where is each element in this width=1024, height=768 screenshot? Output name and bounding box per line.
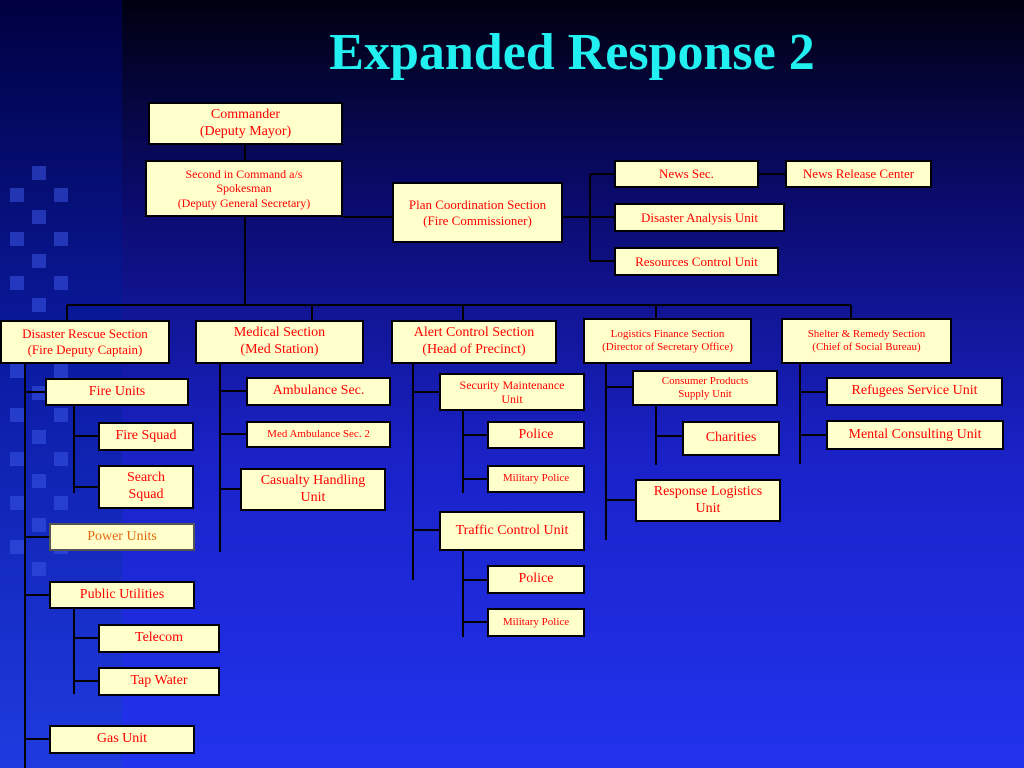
node-medical-section: Medical Section (Med Station)	[195, 320, 364, 364]
decorative-square	[54, 496, 68, 510]
node-traffic-control-unit: Traffic Control Unit	[439, 511, 585, 551]
node-telecom: Telecom	[98, 624, 220, 653]
decorative-square	[32, 254, 46, 268]
node-power-units: Power Units	[49, 523, 195, 551]
decorative-square	[32, 430, 46, 444]
decorative-square	[54, 276, 68, 290]
node-police-1: Police	[487, 421, 585, 449]
node-tap-water: Tap Water	[98, 667, 220, 696]
decorative-square	[54, 452, 68, 466]
node-response-logistics-unit: Response Logistics Unit	[635, 479, 781, 522]
node-ambulance-sec: Ambulance Sec.	[246, 377, 391, 406]
decorative-square	[10, 188, 24, 202]
node-med-ambulance-sec-2: Med Ambulance Sec. 2	[246, 421, 391, 448]
node-mental-consulting-unit: Mental Consulting Unit	[826, 420, 1004, 450]
node-refugees-service-unit: Refugees Service Unit	[826, 377, 1003, 406]
node-alert-control-section: Alert Control Section (Head of Precinct)	[391, 320, 557, 364]
node-logistics-finance-section: Logistics Finance Section (Director of S…	[583, 318, 752, 364]
decorative-square	[32, 518, 46, 532]
node-search-squad: Search Squad	[98, 465, 194, 509]
node-consumer-products-supply-unit: Consumer Products Supply Unit	[632, 370, 778, 406]
node-fire-squad: Fire Squad	[98, 422, 194, 451]
node-commander: Commander (Deputy Mayor)	[148, 102, 343, 145]
node-shelter-remedy-section: Shelter & Remedy Section (Chief of Socia…	[781, 318, 952, 364]
node-gas-unit: Gas Unit	[49, 725, 195, 754]
node-public-utilities: Public Utilities	[49, 581, 195, 609]
node-disaster-analysis-unit: Disaster Analysis Unit	[614, 203, 785, 232]
node-security-maintenance-unit: Security Maintenance Unit	[439, 373, 585, 411]
node-military-police-1: Military Police	[487, 465, 585, 493]
node-news-release-center: News Release Center	[785, 160, 932, 188]
decorative-square	[54, 408, 68, 422]
decorative-square	[32, 210, 46, 224]
node-second-in-command: Second in Command a/s Spokesman (Deputy …	[145, 160, 343, 217]
decorative-square	[10, 408, 24, 422]
decorative-square	[32, 298, 46, 312]
decorative-square	[32, 562, 46, 576]
decorative-square	[10, 276, 24, 290]
node-disaster-rescue-section: Disaster Rescue Section (Fire Deputy Cap…	[0, 320, 170, 364]
decorative-square	[54, 188, 68, 202]
decorative-square	[10, 364, 24, 378]
decorative-square	[10, 452, 24, 466]
node-plan-coordination: Plan Coordination Section (Fire Commissi…	[392, 182, 563, 243]
decorative-square	[54, 232, 68, 246]
node-news-sec: News Sec.	[614, 160, 759, 188]
node-resources-control-unit: Resources Control Unit	[614, 247, 779, 276]
node-fire-units: Fire Units	[45, 378, 189, 406]
node-casualty-handling-unit: Casualty Handling Unit	[240, 468, 386, 511]
decorative-square	[10, 540, 24, 554]
decorative-square	[10, 496, 24, 510]
decorative-square	[32, 166, 46, 180]
decorative-square	[10, 232, 24, 246]
decorative-square	[32, 474, 46, 488]
decorative-square	[54, 364, 68, 378]
node-police-2: Police	[487, 565, 585, 594]
node-charities: Charities	[682, 421, 780, 456]
slide-title: Expanded Response 2	[329, 24, 815, 81]
node-military-police-2: Military Police	[487, 608, 585, 637]
